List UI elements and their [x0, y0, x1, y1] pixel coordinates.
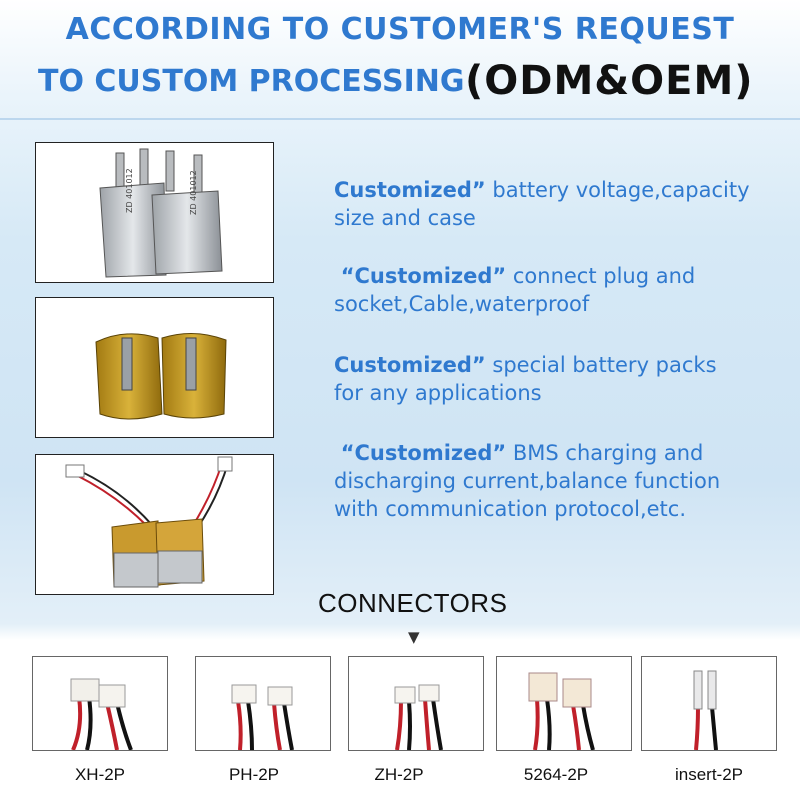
down-arrow-icon: ▼ — [408, 628, 420, 646]
connector-zh-image — [394, 684, 443, 750]
connector-photo-ph — [195, 656, 331, 751]
feature-text: special battery packs — [485, 353, 717, 377]
connector-photo-insert — [641, 656, 777, 751]
feature-battery-packs: Customized” special battery packs for an… — [334, 351, 717, 407]
connector-photo-5264 — [496, 656, 632, 751]
connector-photo-xh — [32, 656, 168, 751]
feature-key: Customized” — [334, 178, 486, 202]
feature-text: battery voltage,capacity — [485, 178, 750, 202]
connector-5264-image — [528, 672, 595, 750]
battery-wrapped-image — [95, 332, 227, 420]
feature-text: BMS charging and — [506, 441, 704, 465]
connector-label-insert: insert-2P — [674, 765, 744, 784]
header-line-2: TO CUSTOM PROCESSING — [38, 64, 465, 99]
feature-text-line2: size and case — [334, 206, 476, 230]
feature-key: “Customized” — [340, 264, 507, 288]
feature-text-line2: for any applications — [334, 381, 542, 405]
connector-label-ph: PH-2P — [228, 765, 280, 784]
odm-oem-tag: (ODM&OEM) — [465, 58, 754, 104]
connector-label-zh: ZH-2P — [374, 765, 424, 784]
battery-photo-wrapped — [35, 297, 274, 438]
feature-text-line3: with communication protocol,etc. — [334, 497, 687, 521]
header-line-1: ACCORDING TO CUSTOMER'S REQUEST — [65, 12, 735, 47]
feature-text-line2: discharging current,balance function — [334, 469, 721, 493]
cell-label-left: ZD 401012 — [125, 168, 134, 213]
feature-bms: “Customized” BMS charging and dischargin… — [334, 439, 720, 523]
connector-label-xh: XH-2P — [74, 765, 126, 784]
feature-plug-socket: “Customized” connect plug and socket,Cab… — [334, 262, 695, 318]
battery-photo-wired — [35, 454, 274, 595]
feature-text-line2: socket,Cable,waterproof — [334, 292, 590, 316]
connector-xh-image — [70, 678, 133, 750]
feature-key: “Customized” — [340, 441, 507, 465]
battery-photo-tabs: ZD 401012 ZD 401012 — [35, 142, 274, 283]
feature-key: Customized” — [334, 353, 486, 377]
connector-photo-zh — [348, 656, 484, 751]
battery-wired-image — [65, 456, 233, 588]
battery-tabs-image: ZD 401012 ZD 401012 — [99, 148, 223, 278]
feature-text: connect plug and — [506, 264, 696, 288]
header-divider — [0, 118, 800, 120]
cell-label-right: ZD 401012 — [189, 170, 198, 215]
connector-insert-image — [693, 670, 718, 750]
connectors-title: CONNECTORS — [318, 588, 508, 618]
connector-ph-image — [231, 684, 294, 750]
connector-label-5264: 5264-2P — [523, 765, 589, 784]
feature-voltage-capacity: Customized” battery voltage,capacity siz… — [334, 176, 750, 232]
